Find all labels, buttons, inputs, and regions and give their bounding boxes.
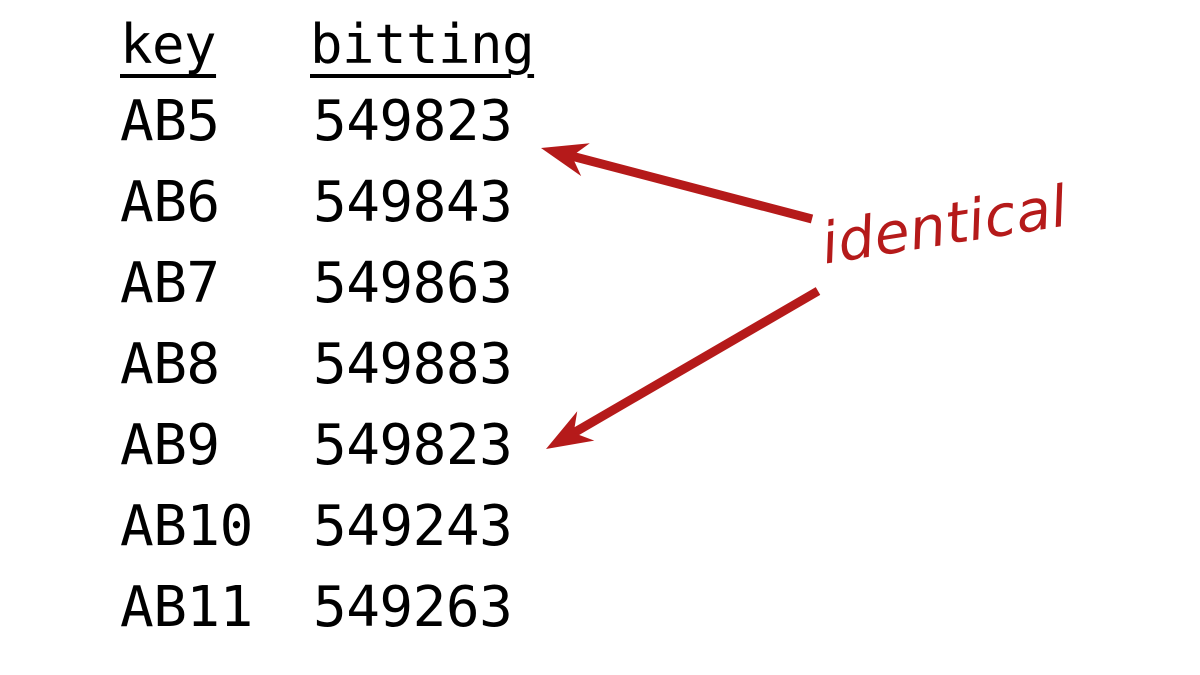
cell-bitting: 549263 [313, 575, 513, 640]
table-row: AB8 549883 [120, 337, 590, 418]
table-row: AB6 549843 [120, 175, 590, 256]
cell-bitting: 549863 [313, 251, 513, 316]
table-row: AB10 549243 [120, 499, 590, 580]
cell-key: AB10 [120, 494, 253, 559]
identical-annotation-label: identical [816, 173, 1073, 278]
cell-key: AB7 [120, 251, 220, 316]
cell-bitting: 549883 [313, 332, 513, 397]
table-header-row: key bitting [120, 18, 590, 94]
cell-key: AB8 [120, 332, 220, 397]
table-row: AB9 549823 [120, 418, 590, 499]
cell-bitting: 549823 [313, 89, 513, 154]
key-bitting-table: key bitting AB5 549823 AB6 549843 AB7 54… [120, 18, 590, 661]
table-row: AB11 549263 [120, 580, 590, 661]
cell-key: AB11 [120, 575, 253, 640]
cell-bitting: 549843 [313, 170, 513, 235]
table-row: AB5 549823 [120, 94, 590, 175]
cell-key: AB5 [120, 89, 220, 154]
column-header-key: key [120, 13, 217, 76]
cell-bitting: 549243 [313, 494, 513, 559]
column-header-bitting: bitting [310, 13, 535, 76]
cell-key: AB9 [120, 413, 220, 478]
cell-key: AB6 [120, 170, 220, 235]
cell-bitting: 549823 [313, 413, 513, 478]
table-row: AB7 549863 [120, 256, 590, 337]
